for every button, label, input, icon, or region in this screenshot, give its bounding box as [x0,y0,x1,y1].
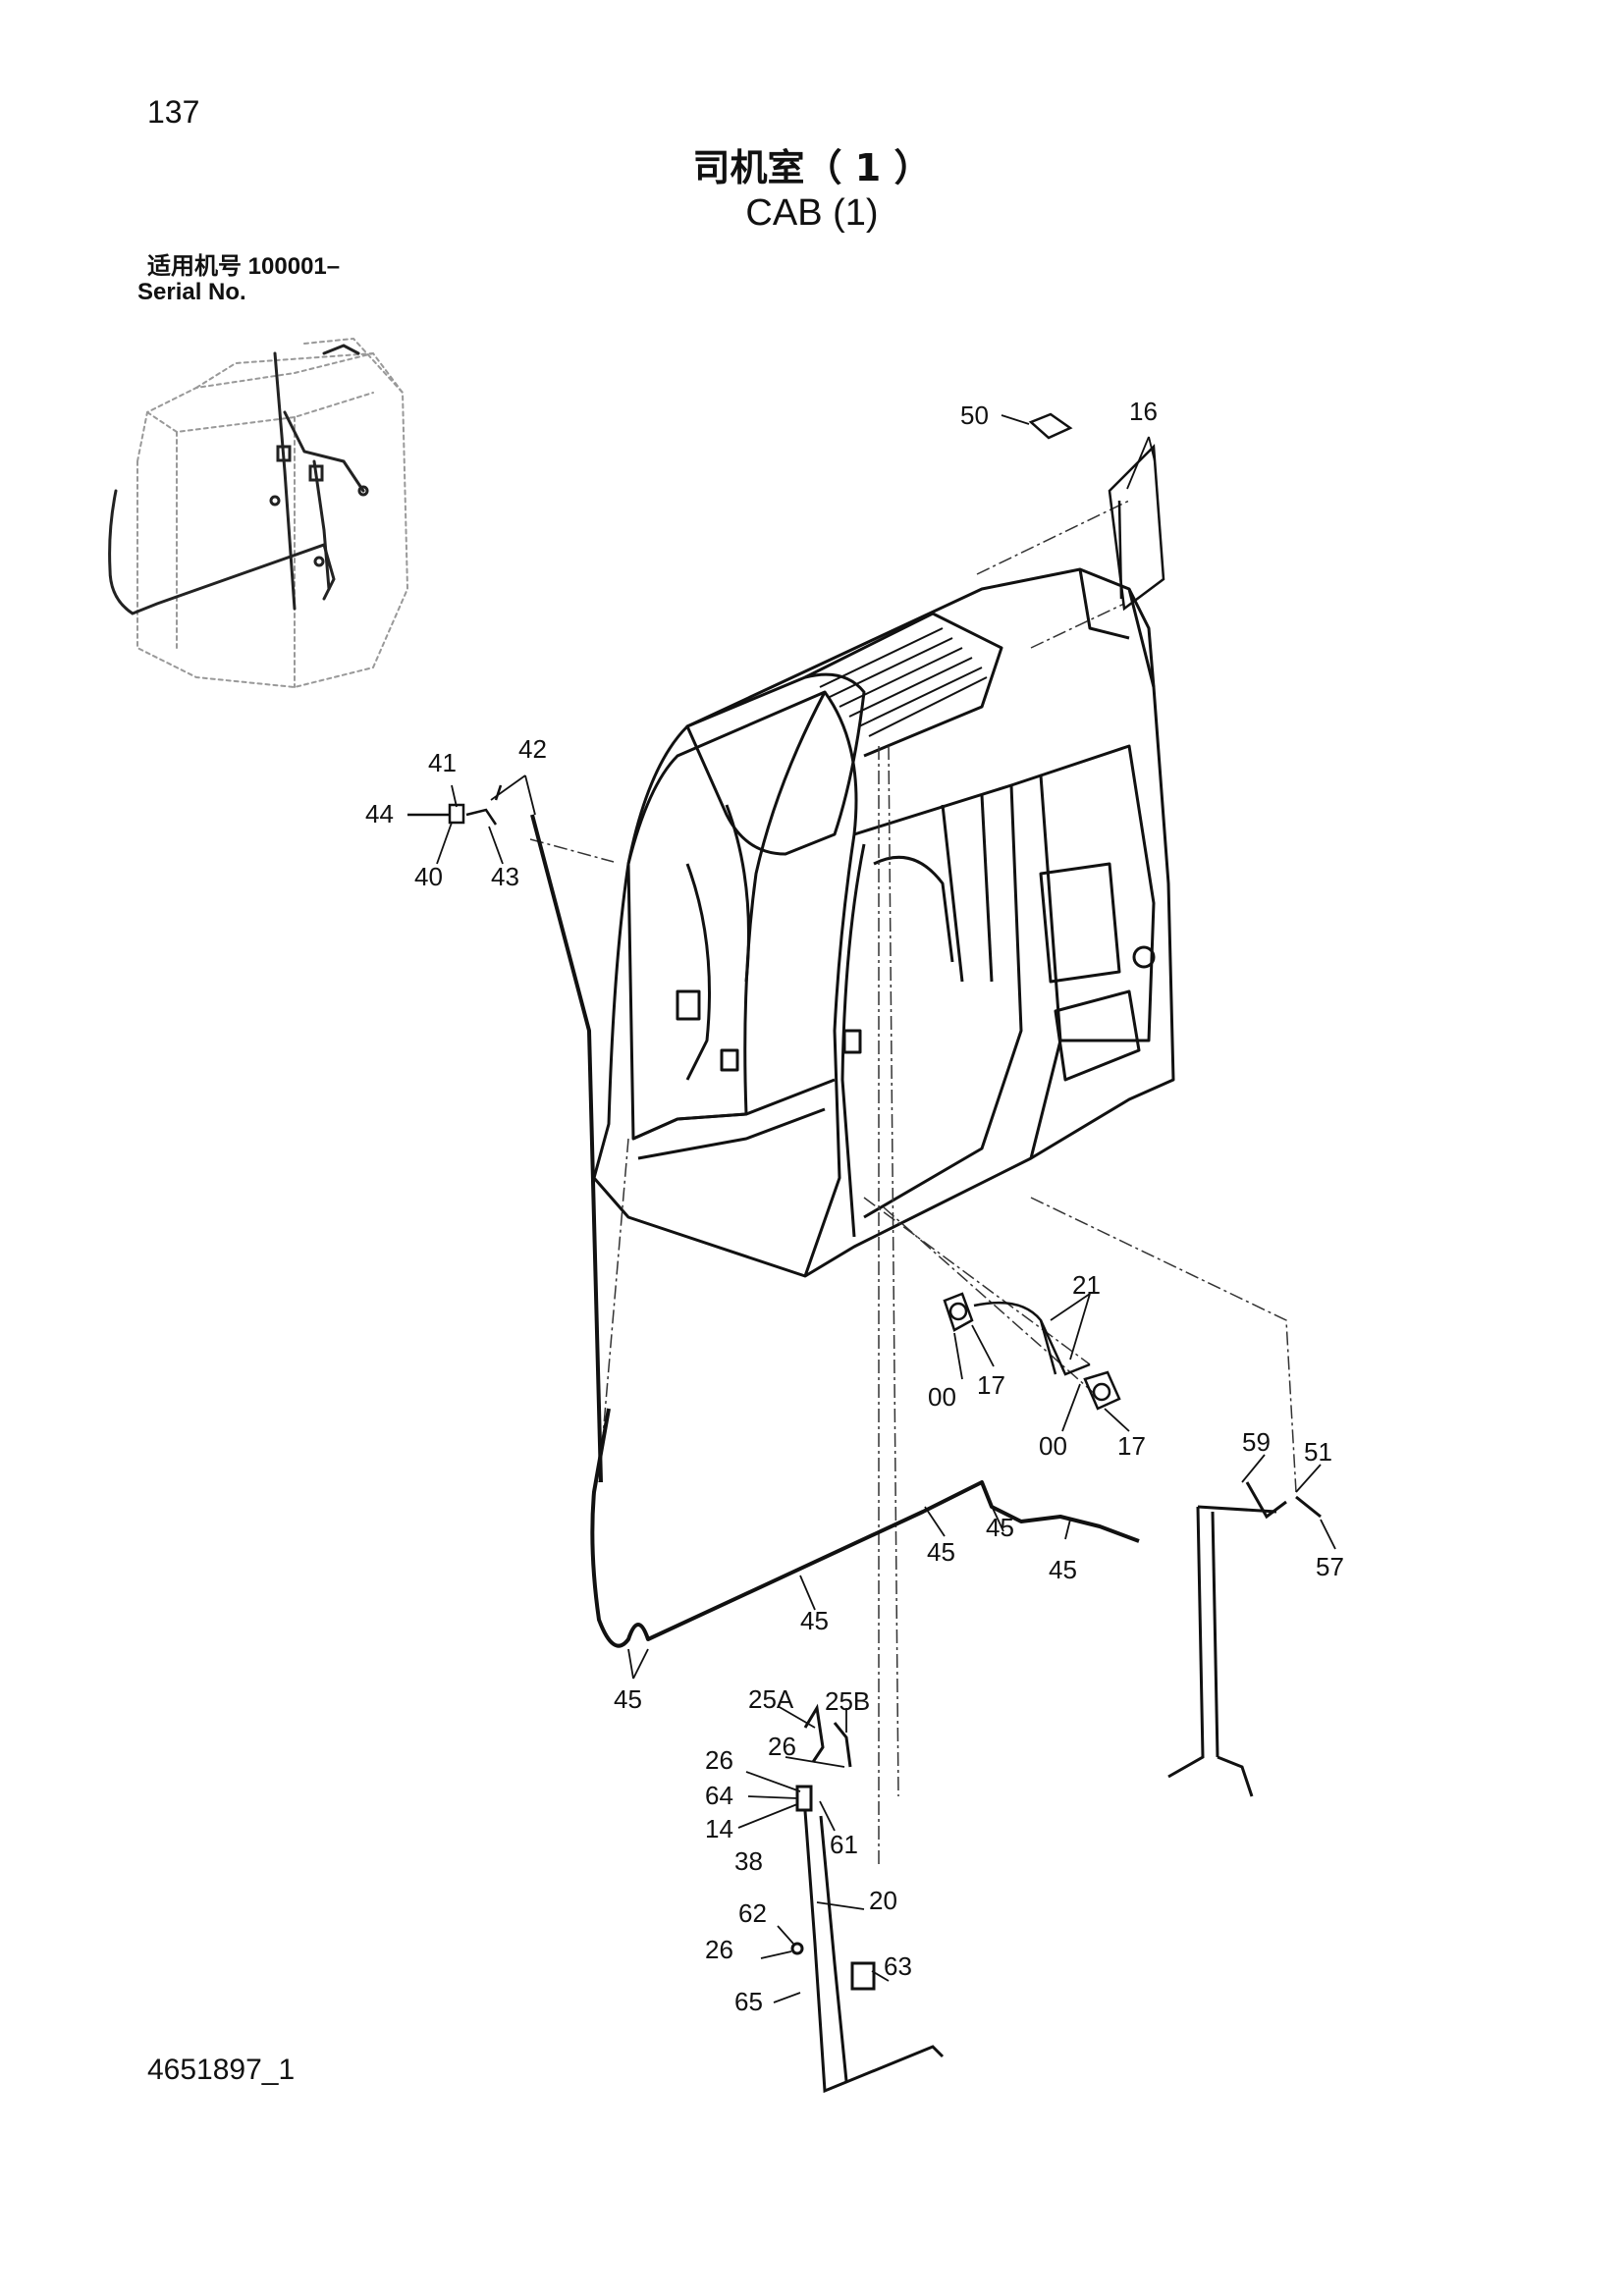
callout-45-c: 45 [1049,1555,1077,1584]
serial-number-block: 适用机号 100001– Serial No. [137,253,340,305]
callout-51: 51 [1304,1437,1332,1467]
callout-00-right: 00 [1039,1431,1067,1461]
callout-40: 40 [414,862,443,891]
callout-26-b: 26 [768,1732,796,1761]
callout-16: 16 [1129,397,1158,426]
callout-63: 63 [884,1951,912,1981]
callout-20: 20 [869,1886,897,1915]
callout-14: 14 [705,1814,733,1843]
callout-44: 44 [365,799,394,828]
part-40-44-clip [407,784,503,826]
callout-45-a: 45 [927,1537,955,1567]
callout-65: 65 [734,1987,763,2016]
part-20-cable-assembly [790,1703,945,2094]
page-title-english: CAB (1) [745,192,879,234]
part-17-21-speakers [943,1292,1121,1411]
callout-43: 43 [491,862,519,891]
callout-26-a: 26 [705,1745,733,1775]
callout-leaders [410,414,1336,2003]
callout-62: 62 [738,1898,767,1928]
locator-inset [108,337,409,689]
callout-17-right: 17 [1117,1431,1146,1461]
callout-00-left: 00 [928,1382,956,1412]
callout-17-left: 17 [977,1370,1005,1400]
page-title-chinese: 司机室（ 1 ） [692,146,932,189]
callout-61: 61 [830,1830,858,1859]
callout-57: 57 [1316,1552,1344,1581]
serial-value: 100001– [247,253,341,280]
serial-label-chinese: 适用机号 [147,252,242,280]
callout-21: 21 [1072,1270,1101,1300]
callout-41: 41 [428,748,457,777]
callout-42: 42 [518,734,547,764]
drawing-code: 4651897_1 [147,2054,296,2086]
alignment-lines [529,500,1297,1865]
callout-64: 64 [705,1781,733,1810]
callout-50: 50 [960,400,989,430]
part-50-pad [1028,412,1073,440]
cab-frame [592,567,1175,1278]
page-number: 137 [147,94,200,130]
harness-45 [530,814,1140,1648]
callout-45-b: 45 [986,1513,1014,1542]
callout-25A: 25A [748,1684,794,1714]
callout-59: 59 [1242,1427,1271,1457]
serial-label-english: Serial No. [137,279,246,305]
callout-38: 38 [734,1846,763,1876]
callout-45-e: 45 [614,1684,642,1714]
part-51-57-59-rod [1167,1481,1322,1797]
callout-25B: 25B [825,1686,870,1716]
callout-45-d: 45 [800,1606,829,1635]
callout-labels: 50 16 41 42 44 40 43 21 00 17 00 17 59 5… [365,397,1344,2016]
callout-26-c: 26 [705,1935,733,1964]
